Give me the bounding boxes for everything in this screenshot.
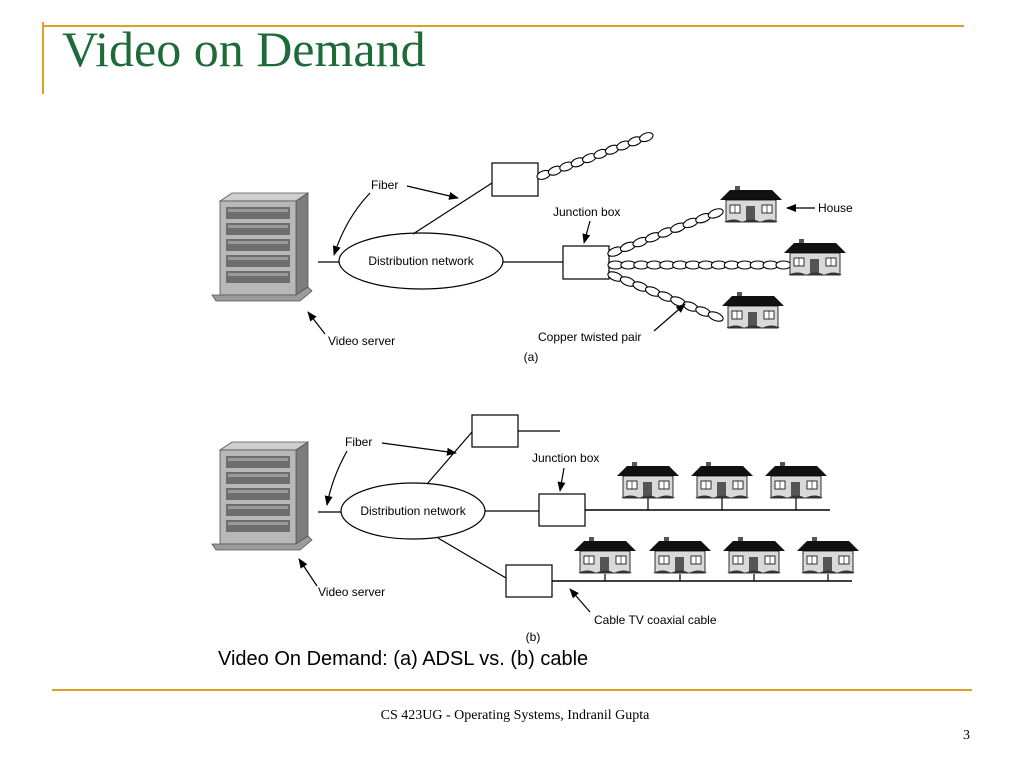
copper-twisted-pair-label: Copper twisted pair <box>538 330 641 344</box>
fiber-label: Fiber <box>371 178 398 192</box>
twisted-pair-cable-top <box>607 208 724 257</box>
coaxial-cable-arrow <box>569 588 591 613</box>
title-accent-vertical <box>42 22 44 94</box>
house-icon <box>721 291 785 329</box>
fiber-label: Fiber <box>345 435 372 449</box>
video-server-arrow <box>307 311 326 335</box>
page-number: 3 <box>963 728 970 743</box>
upper-junction-box <box>491 162 539 197</box>
junction-box-label: Junction box <box>532 451 599 465</box>
house-icon <box>783 238 847 276</box>
junction-box <box>562 245 610 280</box>
video-server-label: Video server <box>328 334 395 348</box>
house-icon <box>648 536 712 574</box>
copper-twisted-pair-arrow <box>653 303 686 332</box>
junction-box-label: Junction box <box>553 205 620 219</box>
fiber-line-upper <box>426 431 473 485</box>
upper-junction-box <box>471 414 519 448</box>
figure-caption: Video On Demand: (a) ADSL vs. (b) cable <box>218 648 589 670</box>
twisted-pair-cable-bottom <box>607 271 724 322</box>
fiber-arrow <box>406 185 459 200</box>
junction-box <box>538 493 586 527</box>
distribution-network-label: Distribution network <box>368 254 474 268</box>
video-server-icon <box>211 441 313 551</box>
house-icon <box>719 185 783 223</box>
lower-junction-box <box>505 564 553 598</box>
fiber-arrow <box>381 442 457 456</box>
twisted-pair-cable-upper <box>536 132 654 180</box>
house-icon <box>690 461 754 499</box>
fiber-arrow <box>332 192 371 256</box>
house-label: House <box>818 201 853 215</box>
fiber-line-upper <box>412 182 493 235</box>
house-icon <box>764 461 828 499</box>
twisted-pair-cable-middle <box>607 260 792 270</box>
video-server-arrow <box>298 558 318 587</box>
footer-text: CS 423UG - Operating Systems, Indranil G… <box>380 708 650 723</box>
house-icon <box>796 536 860 574</box>
panel-a-adsl: Distribution network Fiber Junction box … <box>211 132 853 364</box>
video-server-label: Video server <box>318 585 385 599</box>
panel-b-label: (b) <box>526 630 541 644</box>
cable-link <box>707 208 724 219</box>
house-icon <box>616 461 680 499</box>
slide-title: Video on Demand <box>62 21 426 77</box>
junction-box-arrow <box>557 467 566 492</box>
panel-b-cable: Distribution network Fiber Junction box <box>211 414 860 644</box>
title-accent-horizontal <box>42 25 964 27</box>
cable-tv-coaxial-cable-label: Cable TV coaxial cable <box>594 613 717 627</box>
cable-link <box>707 311 724 322</box>
footer-divider <box>52 689 972 691</box>
distribution-network-label: Distribution network <box>360 504 466 518</box>
panel-a-label: (a) <box>524 350 539 364</box>
junction-box-arrow <box>582 220 591 244</box>
cable-link <box>775 260 792 270</box>
house-icon <box>573 536 637 574</box>
video-server-icon <box>211 192 313 302</box>
fiber-line-lower <box>437 537 507 579</box>
fiber-arrow <box>324 450 348 506</box>
distribution-network-node <box>338 232 504 290</box>
cable-link <box>639 132 654 143</box>
house-icon <box>722 536 786 574</box>
